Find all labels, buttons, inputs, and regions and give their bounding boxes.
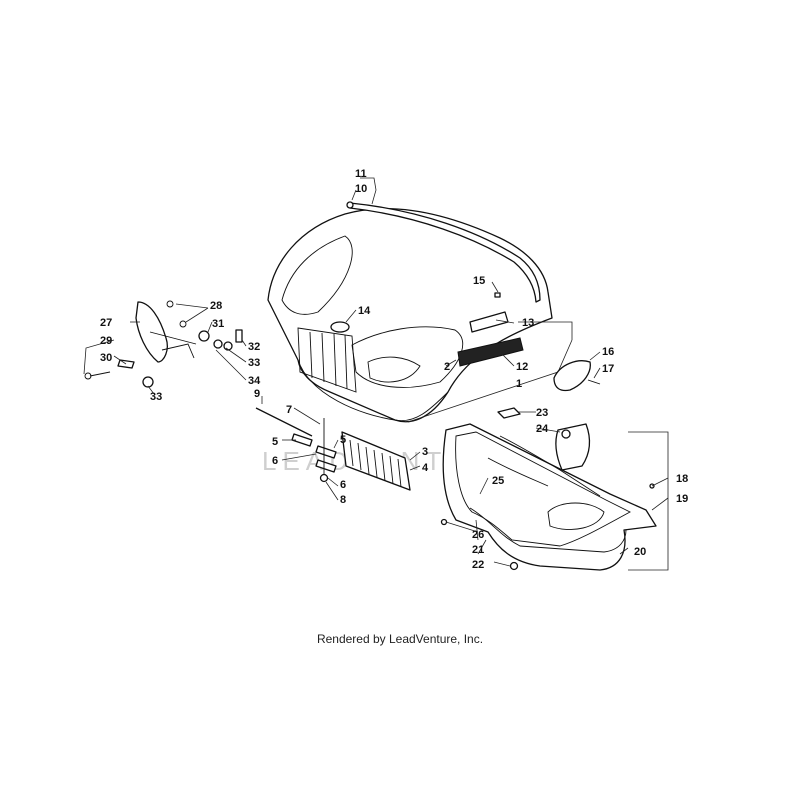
seal-clip	[346, 201, 354, 209]
emblem	[330, 321, 350, 333]
headlight-bracket	[84, 300, 243, 388]
callout-25: 25	[492, 475, 504, 487]
callout-30: 30	[100, 352, 112, 364]
callout-2: 2	[444, 361, 450, 373]
leader-lines	[83, 177, 669, 567]
callout-33b: 33	[150, 391, 162, 403]
callout-5a: 5	[272, 436, 278, 448]
callout-5b: 5	[340, 434, 346, 446]
callout-8: 8	[340, 494, 346, 506]
tray-rivet	[440, 518, 448, 526]
callout-31: 31	[212, 318, 224, 330]
latch-plate-2	[315, 445, 337, 459]
callout-18: 18	[676, 473, 688, 485]
tray-knob	[561, 429, 571, 439]
storage-tray	[442, 423, 657, 571]
tray-screw	[509, 561, 519, 571]
callout-28: 28	[210, 300, 222, 312]
tray-lid	[555, 423, 591, 471]
callout-32: 32	[248, 341, 260, 353]
credit-line: Rendered by LeadVenture, Inc.	[316, 632, 484, 646]
callout-17: 17	[602, 363, 614, 375]
callout-4: 4	[422, 462, 429, 474]
callout-7: 7	[286, 404, 292, 416]
hood-assembly	[267, 208, 553, 423]
release-cable	[255, 407, 313, 437]
callout-14: 14	[358, 305, 371, 317]
callout-24: 24	[536, 423, 549, 435]
callout-22: 22	[472, 559, 484, 571]
callout-27: 27	[100, 317, 112, 329]
callout-9: 9	[254, 388, 260, 400]
screw	[494, 292, 501, 298]
callout-1: 1	[516, 378, 522, 390]
callout-10: 10	[355, 183, 367, 195]
callout-15: 15	[473, 275, 485, 287]
decal-lower	[457, 337, 524, 367]
callout-6a: 6	[272, 455, 278, 467]
callout-34: 34	[248, 375, 261, 387]
callout-23: 23	[536, 407, 548, 419]
callout-16: 16	[602, 346, 614, 358]
callout-26: 26	[472, 529, 484, 541]
callout-3: 3	[422, 446, 428, 458]
callout-19: 19	[676, 493, 688, 505]
latch-hook	[553, 360, 591, 392]
callout-13: 13	[522, 317, 534, 329]
callout-6b: 6	[340, 479, 346, 491]
callout-29: 29	[100, 335, 112, 347]
callout-21: 21	[472, 544, 484, 556]
callout-11: 11	[355, 168, 367, 180]
latch-plate	[291, 433, 313, 447]
latch-plate-3	[315, 459, 337, 473]
callout-20: 20	[634, 546, 646, 558]
callout-33a: 33	[248, 357, 260, 369]
tray-pad	[497, 407, 521, 419]
callout-labels: 11 10 15 14 13 12 2 1 16 17 23 24 18 19 …	[100, 168, 688, 571]
callout-12: 12	[516, 361, 528, 373]
grille-screen	[341, 431, 411, 491]
hood-seal-strip	[349, 202, 541, 303]
latch-nut	[319, 473, 329, 483]
